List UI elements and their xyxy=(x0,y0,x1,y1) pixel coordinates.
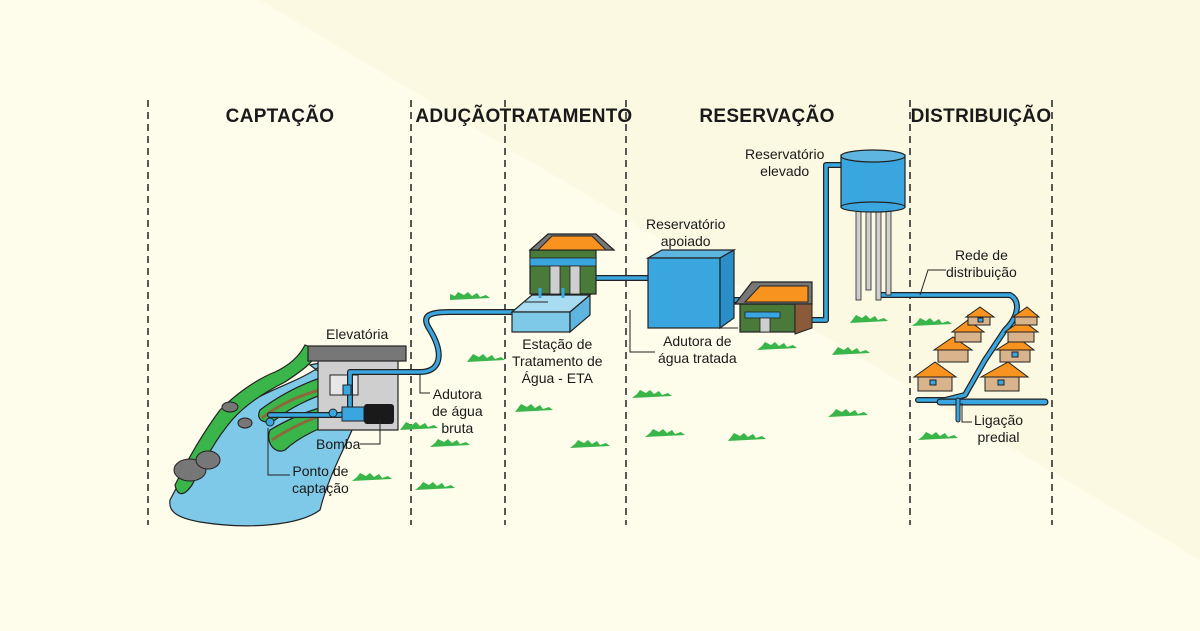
elevated-reservoir xyxy=(840,149,906,301)
treatment-station xyxy=(510,233,616,334)
label-bomba: Bomba xyxy=(316,436,361,452)
pipes xyxy=(267,162,1049,423)
leader-lines xyxy=(267,269,972,476)
label-adutora-tratada: Adutora de água tratada xyxy=(658,333,737,366)
houses xyxy=(912,306,1041,392)
stage-title-aducao: ADUÇÃO xyxy=(415,106,501,127)
pump-building xyxy=(733,281,813,335)
pump xyxy=(265,384,394,427)
ground-reservoir xyxy=(645,248,737,330)
label-reservatorio-elevado: Reservatório elevado xyxy=(745,146,825,179)
label-adutora-bruta: Adutora de água bruta xyxy=(432,386,483,436)
grass-patches xyxy=(352,292,958,490)
label-reservatorio-apoiado: Reservatório apoiado xyxy=(646,216,726,249)
label-ponto-captacao: Ponto de captação xyxy=(292,463,349,496)
stage-dividers xyxy=(147,100,1053,525)
stage-title-reservacao: RESERVAÇÃO xyxy=(699,106,835,127)
label-rede-distribuicao: Rede de distribuição xyxy=(946,247,1017,280)
stage-title-captacao: CAPTAÇÃO xyxy=(225,106,335,127)
label-ligacao-predial: Ligação predial xyxy=(974,412,1024,445)
label-eta: Estação de Tratamento de Água - ETA xyxy=(512,336,603,386)
label-elevatoria: Elevatória xyxy=(326,326,389,342)
stage-title-tratamento: TRATAMENTO xyxy=(499,106,633,127)
stage-title-distribuicao: DISTRIBUIÇÃO xyxy=(910,106,1052,127)
